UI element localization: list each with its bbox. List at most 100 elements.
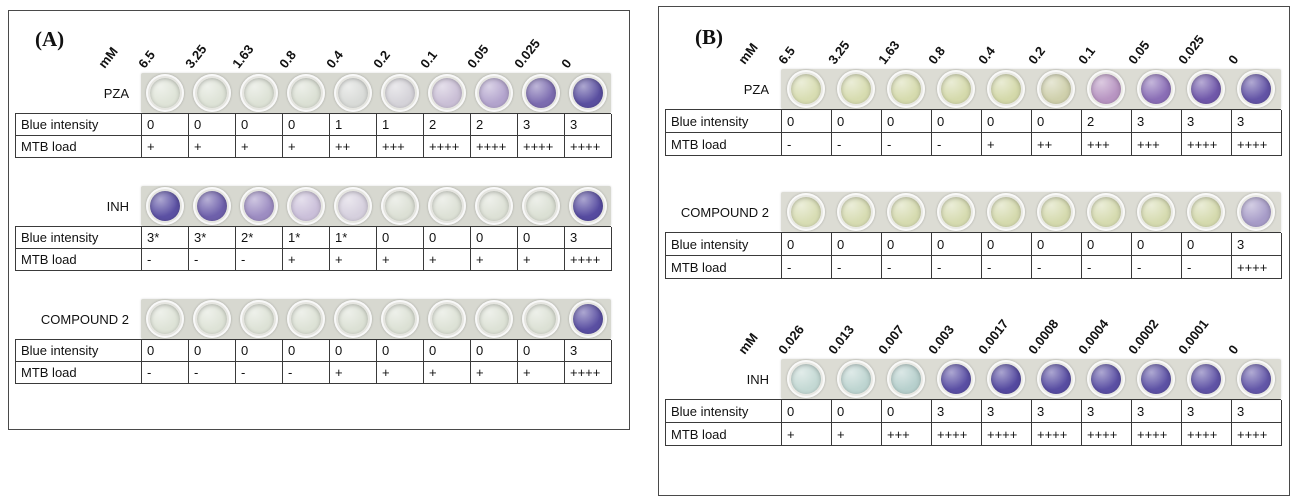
mtb-load-value: ++++ bbox=[565, 362, 612, 384]
blue-intensity-value: 3 bbox=[1232, 110, 1282, 133]
concentration-cell: 0.1 bbox=[1075, 13, 1131, 69]
assay-well bbox=[937, 70, 975, 108]
mtb-load-value: ++++ bbox=[982, 423, 1032, 446]
well-liquid bbox=[337, 191, 368, 221]
assay-well bbox=[1137, 193, 1175, 231]
well-liquid bbox=[572, 78, 603, 108]
assay-well bbox=[787, 193, 825, 231]
microplate-photo-strip bbox=[781, 192, 1281, 232]
assay-well bbox=[521, 74, 560, 112]
blue-intensity-value: 0 bbox=[330, 340, 377, 362]
concentration-cell: 0.0004 bbox=[1075, 303, 1131, 359]
well-slot bbox=[188, 299, 235, 339]
assay-well bbox=[887, 360, 925, 398]
well-slot bbox=[1031, 359, 1081, 399]
blue-intensity-value: 3* bbox=[142, 227, 189, 249]
mtb-load-row: MTB load+++++++++++++++++++++++++ bbox=[16, 136, 612, 158]
well-liquid bbox=[841, 364, 871, 394]
assay-well bbox=[887, 193, 925, 231]
well-slot bbox=[1181, 69, 1231, 109]
well-liquid bbox=[337, 78, 368, 108]
microplate-photo-strip bbox=[141, 186, 611, 226]
well-liquid bbox=[891, 197, 921, 227]
well-slot bbox=[235, 73, 282, 113]
assay-well bbox=[333, 300, 372, 338]
well-liquid bbox=[196, 304, 227, 334]
blue-intensity-value: 3 bbox=[518, 114, 565, 136]
assay-well bbox=[1187, 360, 1225, 398]
mtb-load-value: - bbox=[982, 256, 1032, 279]
assay-well bbox=[239, 187, 278, 225]
well-slot bbox=[470, 73, 517, 113]
blue-intensity-value: 3 bbox=[1182, 110, 1232, 133]
concentration-cell: 0.007 bbox=[875, 303, 931, 359]
well-liquid bbox=[384, 191, 415, 221]
concentration-label: 0.0004 bbox=[1075, 316, 1112, 357]
mtb-load-value: + bbox=[982, 133, 1032, 156]
assay-well bbox=[568, 187, 607, 225]
well-liquid bbox=[991, 74, 1021, 104]
mtb-load-value: + bbox=[377, 362, 424, 384]
well-slot bbox=[235, 299, 282, 339]
well-slot bbox=[141, 299, 188, 339]
well-slot bbox=[517, 299, 564, 339]
mtb-load-value: - bbox=[1132, 256, 1182, 279]
concentration-cell: 0 bbox=[1225, 13, 1281, 69]
well-slot bbox=[831, 192, 881, 232]
assay-well bbox=[987, 193, 1025, 231]
assay-well bbox=[380, 74, 419, 112]
mtb-load-value: - bbox=[189, 249, 236, 271]
well-slot bbox=[931, 359, 981, 399]
assay-well bbox=[333, 187, 372, 225]
well-slot bbox=[564, 299, 611, 339]
well-liquid bbox=[149, 191, 180, 221]
concentration-cell: 1.63 bbox=[229, 17, 282, 73]
blue-intensity-value: 0 bbox=[782, 110, 832, 133]
well-slot bbox=[282, 73, 329, 113]
assay-well bbox=[145, 300, 184, 338]
mtb-load-value: +++ bbox=[1082, 133, 1132, 156]
wells-row-compound-2: COMPOUND 2 bbox=[665, 192, 1283, 232]
mtb-load-value: + bbox=[424, 362, 471, 384]
blue-intensity-value: 0 bbox=[832, 233, 882, 256]
well-liquid bbox=[290, 304, 321, 334]
concentration-cell: 0.2 bbox=[370, 17, 423, 73]
assay-well bbox=[987, 360, 1025, 398]
blue-intensity-value: 3 bbox=[1182, 400, 1232, 423]
mtb-load-row: MTB load----+++++++++ bbox=[16, 362, 612, 384]
row-label: MTB load bbox=[16, 362, 142, 384]
mtb-load-value: - bbox=[142, 249, 189, 271]
mtb-load-value: ++++ bbox=[565, 136, 612, 158]
well-slot bbox=[1181, 359, 1231, 399]
blue-intensity-value: 3 bbox=[1032, 400, 1082, 423]
well-slot bbox=[781, 359, 831, 399]
concentration-cell: 0.0001 bbox=[1175, 303, 1231, 359]
assay-well bbox=[192, 300, 231, 338]
row-label: Blue intensity bbox=[666, 110, 782, 133]
well-liquid bbox=[290, 78, 321, 108]
well-slot bbox=[1081, 69, 1131, 109]
assay-well bbox=[474, 74, 513, 112]
mtb-load-value: +++ bbox=[377, 136, 424, 158]
well-liquid bbox=[1091, 364, 1121, 394]
well-liquid bbox=[196, 78, 227, 108]
row-label: Blue intensity bbox=[16, 340, 142, 362]
well-slot bbox=[282, 186, 329, 226]
blue-intensity-value: 3 bbox=[1132, 110, 1182, 133]
concentration-cell: 0.2 bbox=[1025, 13, 1081, 69]
blue-intensity-value: 0 bbox=[882, 233, 932, 256]
well-liquid bbox=[478, 304, 509, 334]
well-slot bbox=[1031, 69, 1081, 109]
unit-cell: mM bbox=[15, 17, 141, 73]
well-slot bbox=[981, 69, 1031, 109]
well-liquid bbox=[1241, 364, 1271, 394]
mtb-load-value: ++++ bbox=[1182, 133, 1232, 156]
